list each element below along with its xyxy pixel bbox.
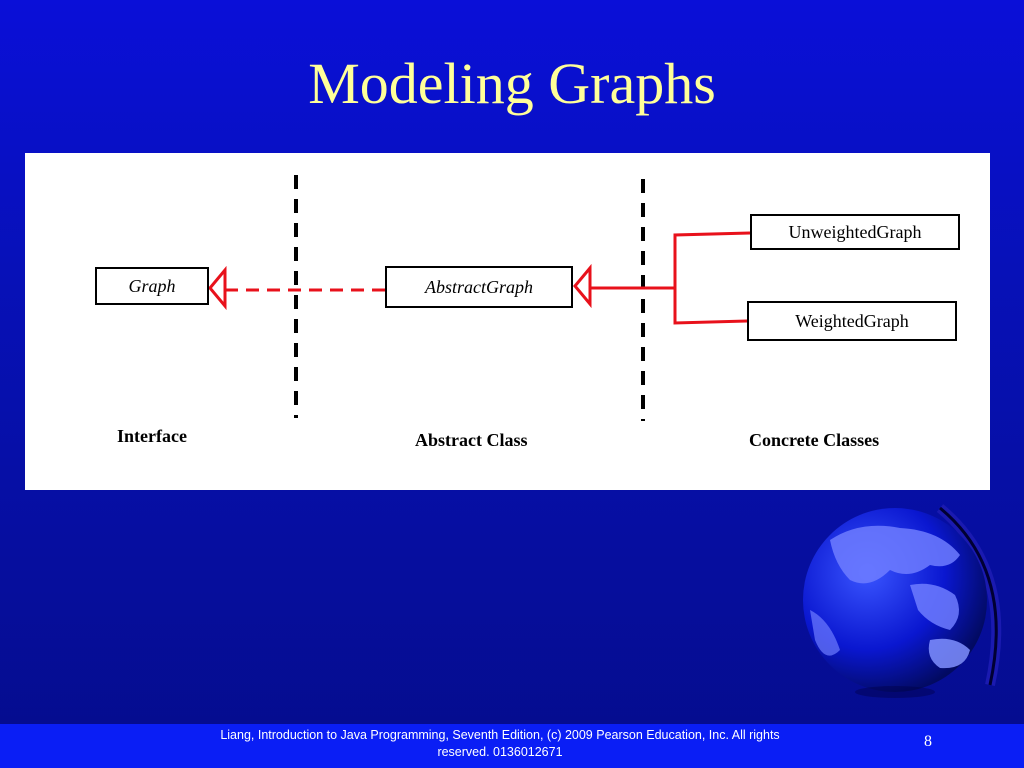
footer-copyright: Liang, Introduction to Java Programming,… xyxy=(220,728,780,759)
footer-bar xyxy=(0,724,1024,768)
extends-line-weighted xyxy=(673,288,748,325)
class-diagram-panel: Graph AbstractGraph UnweightedGraph Weig… xyxy=(25,153,990,490)
weighted-graph-box: WeightedGraph xyxy=(747,301,957,341)
implements-arrowhead xyxy=(208,265,227,311)
extends-arrowhead xyxy=(573,263,592,309)
graph-interface-box: Graph xyxy=(95,267,209,305)
extends-line-unweighted xyxy=(673,231,751,288)
page-number: 8 xyxy=(924,733,932,750)
slide-title: Modeling Graphs xyxy=(308,51,716,116)
label-interface: Interface xyxy=(117,426,187,446)
label-abstract-class: Abstract Class xyxy=(415,430,528,450)
label-concrete-classes: Concrete Classes xyxy=(749,430,880,450)
diagram-connectors xyxy=(208,175,751,421)
globe-icon xyxy=(803,504,1002,698)
unweighted-graph-box: UnweightedGraph xyxy=(750,214,960,250)
abstract-graph-box: AbstractGraph xyxy=(385,266,573,308)
